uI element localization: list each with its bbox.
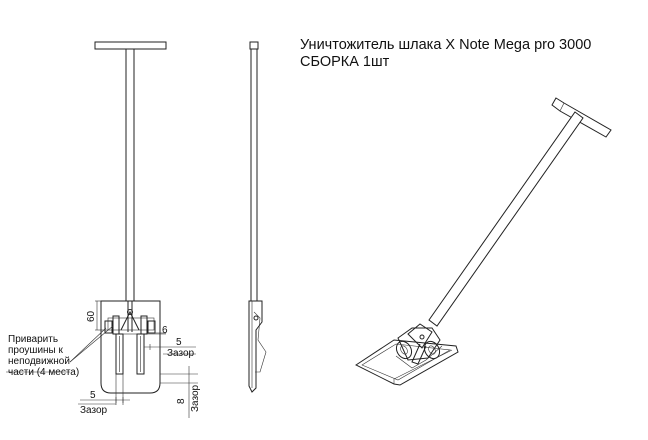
iso-base-plate <box>355 339 459 386</box>
dim-5-right: 5 <box>176 337 182 348</box>
note-line-1: Приварить <box>8 334 58 345</box>
dim-5-bottom: 5 <box>90 390 96 401</box>
title-line-1: Уничтожитель шлака X Note Mega pro 3000 <box>300 37 591 53</box>
lug-left-outer <box>104 320 113 334</box>
side-blade <box>248 300 263 393</box>
front-view: 60 6 5 Зазор 5 Зазор 8 Зазор <box>6 41 201 418</box>
note-line-4: части (4 места) <box>8 367 79 378</box>
side-shaft <box>250 48 258 302</box>
dim-8: 8 <box>176 398 187 404</box>
front-shaft <box>125 48 135 302</box>
iso-shaft <box>428 111 584 327</box>
side-handle-cap <box>249 41 259 50</box>
dim-60: 60 <box>86 310 97 322</box>
jaw-right <box>136 333 145 375</box>
isometric-view <box>355 97 612 386</box>
title-line-2: СБОРКА 1шт <box>300 54 390 70</box>
front-blade <box>100 300 161 394</box>
gap-vertical-label: Зазор <box>190 384 201 412</box>
dim-6: 6 <box>162 325 168 336</box>
front-handle-bar <box>94 41 167 50</box>
lug-right-inner <box>140 315 148 335</box>
note-line-2: проушины к <box>8 345 64 356</box>
lug-left-inner <box>112 315 120 335</box>
jaw-left <box>115 333 124 375</box>
side-view <box>248 41 267 393</box>
note-line-3: неподвижной <box>8 356 70 367</box>
gap-bottom-label: Зазор <box>80 405 108 416</box>
lug-right-outer <box>147 320 156 334</box>
gap-right-label: Зазор <box>167 348 195 359</box>
